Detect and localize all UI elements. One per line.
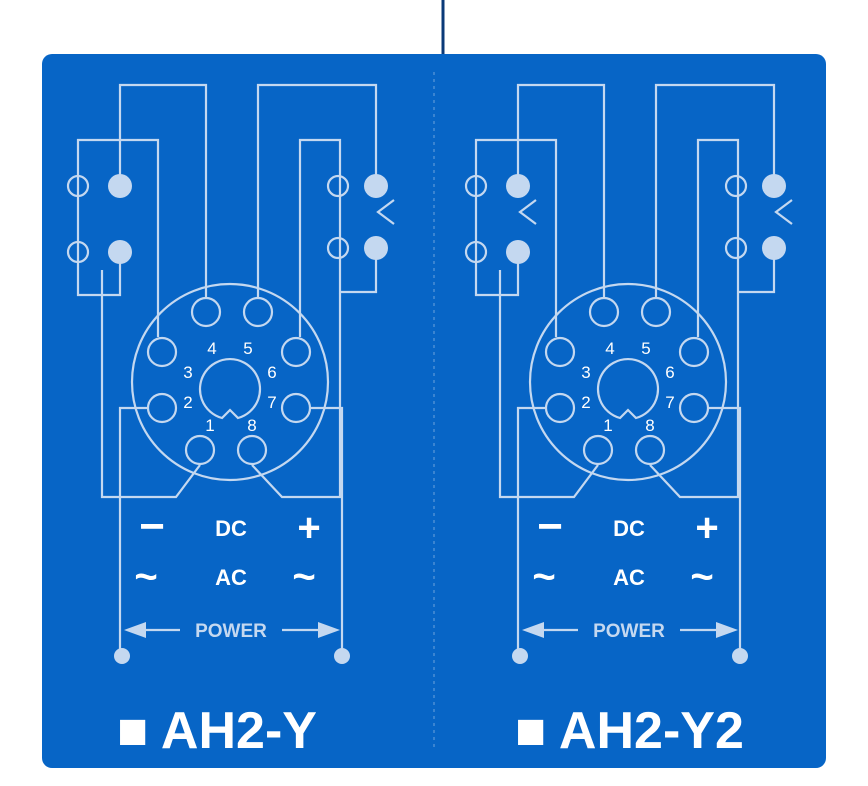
pin-2 [146,392,178,424]
wire [311,406,344,655]
contact-closed [108,174,132,198]
contact-closed [506,240,530,264]
power-terminal-right [334,648,350,664]
wire [696,138,776,337]
wire [474,138,558,337]
wire [709,406,742,655]
socket-outline [528,282,728,482]
wire [498,270,599,499]
pin-number-7: 7 [267,393,276,412]
panel-ah2-y2: 12 34 56 78 − DC + ~ AC ~ POWER ■ AH2-Y2 [464,83,793,760]
pin-8 [634,434,666,466]
contact-closed [108,240,132,264]
contact-open [724,174,748,198]
dc-plus-label: + [297,506,320,550]
contact-open [464,174,488,198]
ac-tilde-right: ~ [690,555,713,599]
wire [516,406,545,652]
pin-6 [280,336,312,368]
contact-open [326,236,350,260]
pin-number-5: 5 [641,339,650,358]
dc-minus-label: − [537,502,563,551]
power-arrow-right-head [318,622,340,638]
model-name: ■ AH2-Y [117,702,317,760]
ac-tilde-left: ~ [532,555,555,599]
ac-label: AC [613,565,645,590]
pin-4 [190,296,222,328]
wire [256,83,378,297]
power-terminal-left [114,648,130,664]
socket-outline [130,282,330,482]
power-arrow-left-head [522,622,544,638]
power-label: POWER [593,621,665,642]
pin-4 [588,296,620,328]
power-label: POWER [195,621,267,642]
pin-7 [280,392,312,424]
pin-8 [236,434,268,466]
wire [298,138,378,337]
pin-7 [678,392,710,424]
wire [118,406,147,652]
pin-1 [582,434,614,466]
dc-label: DC [215,516,247,541]
pin-number-1: 1 [603,416,612,435]
timed-contact-symbol [376,199,395,225]
contact-closed [506,174,530,198]
pin-number-5: 5 [243,339,252,358]
pin-1 [184,434,216,466]
panel-ah2-y: 12 34 56 78 − DC + ~ AC ~ POWER ■ AH2-Y [66,83,395,760]
contact-open [464,240,488,264]
power-arrow-left-head [124,622,146,638]
wire [516,83,606,297]
contact-open [326,174,350,198]
wire [251,293,342,499]
wire [649,293,740,499]
contact-open [66,240,90,264]
pin-number-2: 2 [581,393,590,412]
power-terminal-right [732,648,748,664]
pin-number-8: 8 [645,416,654,435]
dc-label: DC [613,516,645,541]
power-terminal-left [512,648,528,664]
pin-5 [640,296,672,328]
pin-2 [544,392,576,424]
contact-closed [364,236,388,260]
pin-6 [678,336,710,368]
contact-closed [762,236,786,260]
pin-number-7: 7 [665,393,674,412]
pin-number-3: 3 [581,363,590,382]
wire [76,138,160,337]
pin-number-6: 6 [665,363,674,382]
wire [654,83,776,297]
dc-plus-label: + [695,506,718,550]
ac-tilde-left: ~ [134,555,157,599]
pin-3 [146,336,178,368]
contact-open [724,236,748,260]
wire [100,270,201,499]
pin-number-6: 6 [267,363,276,382]
timed-contact-symbol [518,199,537,225]
pin-5 [242,296,274,328]
ac-label: AC [215,565,247,590]
timed-contact-symbol [774,199,793,225]
contact-open [66,174,90,198]
contact-closed [762,174,786,198]
pin-number-4: 4 [207,339,216,358]
wire [118,83,208,297]
pin-number-1: 1 [205,416,214,435]
socket-key [596,357,660,420]
model-name: ■ AH2-Y2 [515,702,744,760]
pin-number-3: 3 [183,363,192,382]
socket-key [198,357,262,420]
pin-number-8: 8 [247,416,256,435]
ac-tilde-right: ~ [292,555,315,599]
pin-number-2: 2 [183,393,192,412]
pin-3 [544,336,576,368]
contact-closed [364,174,388,198]
pin-number-4: 4 [605,339,614,358]
dc-minus-label: − [139,502,165,551]
power-arrow-right-head [716,622,738,638]
